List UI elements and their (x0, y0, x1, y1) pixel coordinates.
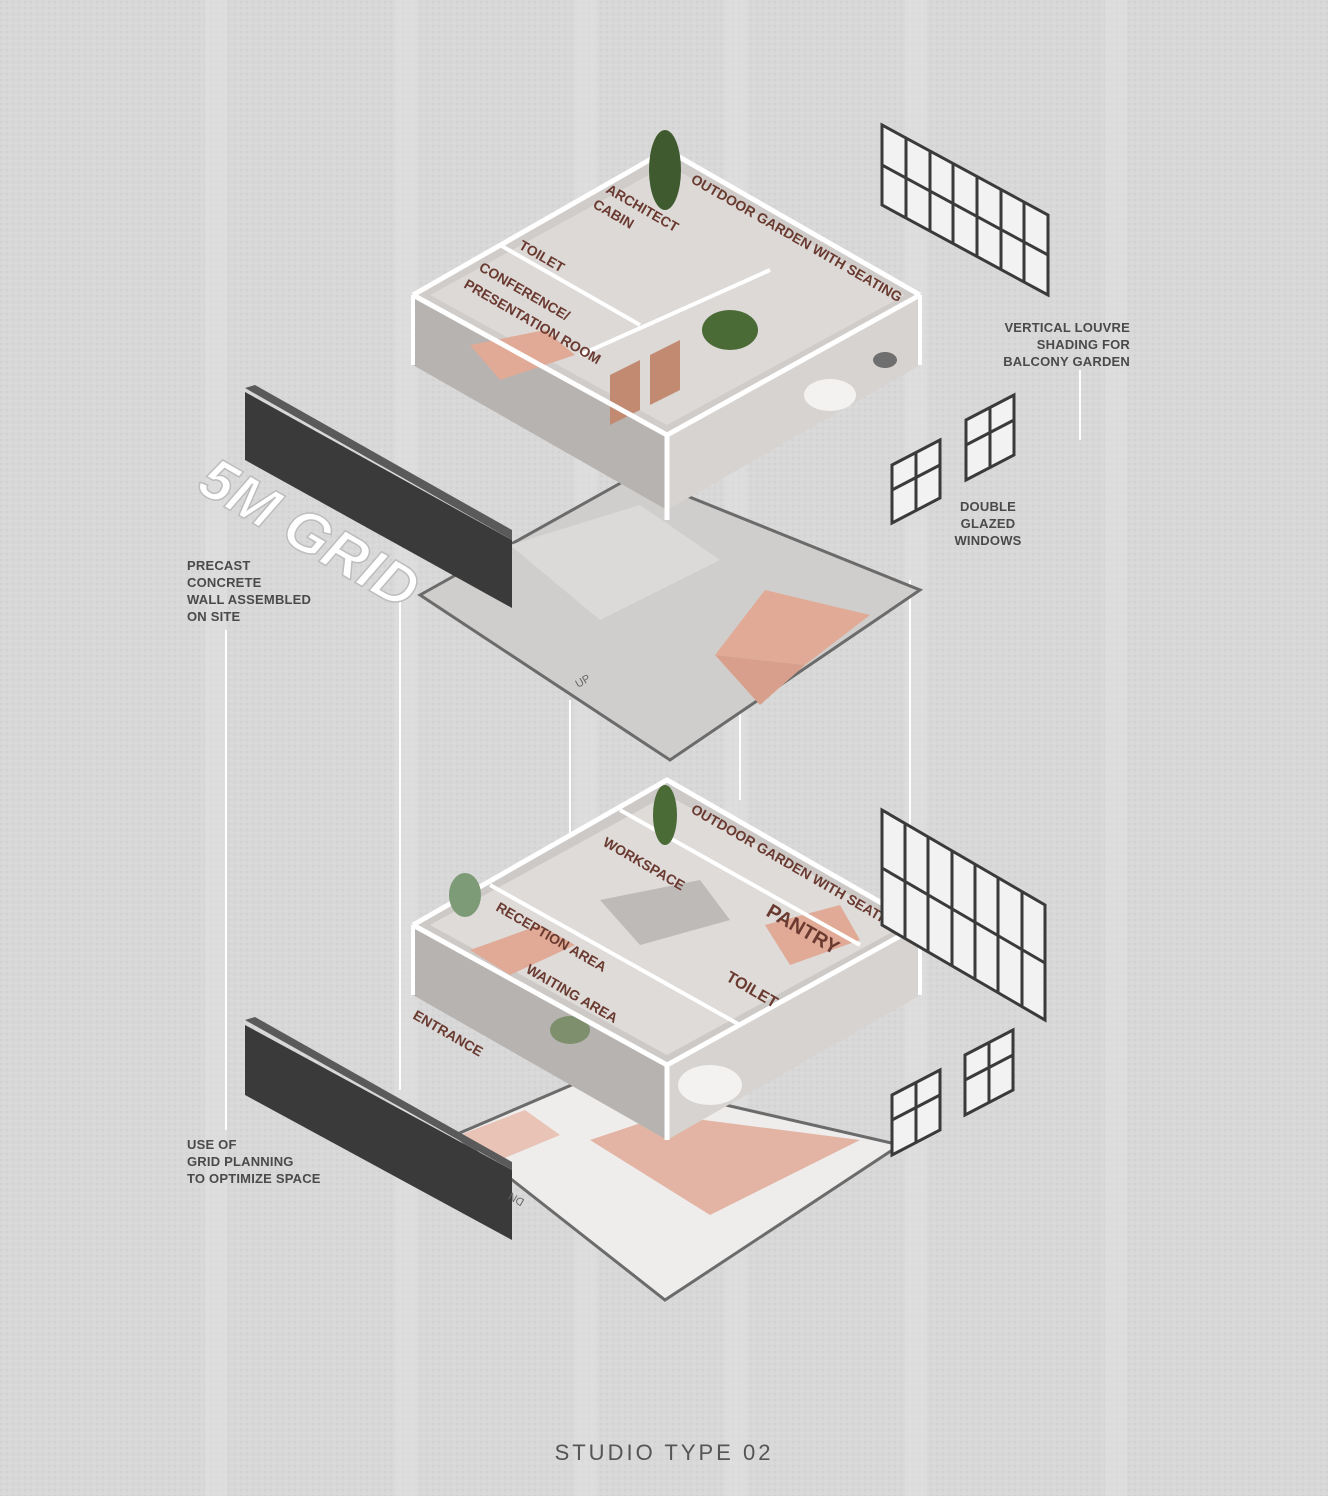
double-glazed-window-upper-2 (964, 392, 1016, 483)
double-glazed-window-upper-1 (890, 437, 942, 526)
plant-lower (449, 785, 677, 917)
double-glazed-window-lower-2 (963, 1027, 1015, 1118)
louvre-panel-upper (880, 122, 1050, 298)
double-glazed-window-lower-1 (890, 1067, 942, 1158)
ground-floor-volume (411, 777, 922, 1140)
precast-wall-lower (245, 1017, 512, 1240)
first-floor-plate (417, 473, 924, 762)
annotation-double-glazed-windows: DOUBLE GLAZED WINDOWS (954, 499, 1022, 548)
annotation-grid-planning: USE OF GRID PLANNING TO OPTIMIZE SPACE (187, 1137, 321, 1186)
plant-upper (649, 130, 758, 350)
annotation-precast-wall: PRECAST CONCRETE WALL ASSEMBLED ON SITE (187, 558, 312, 624)
page-title: STUDIO TYPE 02 (554, 1440, 774, 1465)
louvre-panel-lower (880, 807, 1047, 1023)
first-floor-volume (411, 147, 922, 520)
annotation-louvre: VERTICAL LOUVRE SHADING FOR BALCONY GARD… (1003, 320, 1130, 369)
precast-wall-upper (245, 385, 512, 608)
